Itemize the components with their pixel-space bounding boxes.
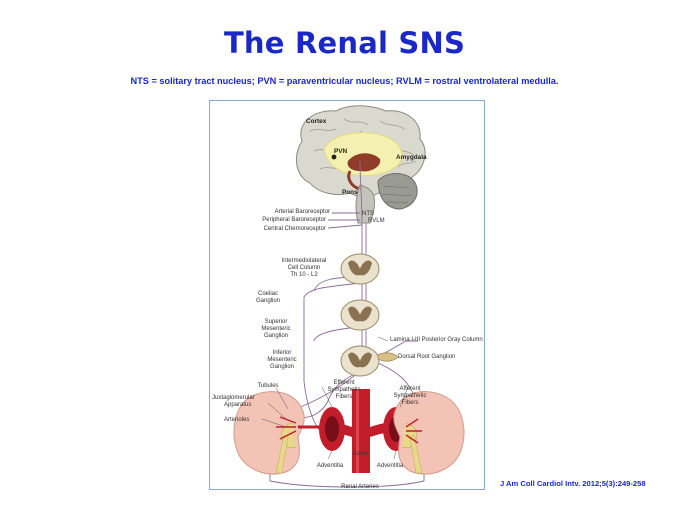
- label-arterial-baroreceptor: Arterial Baroreceptor: [275, 209, 330, 215]
- label-renal-arteries: Renal Arteries: [341, 484, 379, 490]
- pointer-lines: [261, 336, 409, 460]
- label-efferent-line2: Sympathetic: [327, 387, 360, 393]
- label-adventitia-left: Adventitia: [317, 463, 344, 469]
- label-inf-mesenteric-line2: Mesenteric: [267, 357, 296, 363]
- label-efferent-line3: Fibers: [336, 394, 353, 400]
- nerve-pathways: [269, 160, 439, 488]
- dorsal-root-ganglion-shape: [377, 352, 399, 362]
- label-pons: Pons: [342, 189, 358, 196]
- label-juxtaglomerular-line2: Apparatus: [224, 402, 251, 408]
- label-sup-mesenteric-line3: Ganglion: [264, 333, 288, 339]
- label-adventitia-right: Adventitia: [377, 463, 404, 469]
- label-cortex: Cortex: [306, 118, 327, 125]
- label-iml-line2: Cell Column: [288, 265, 321, 271]
- label-sup-mesenteric-line2: Mesenteric: [261, 326, 290, 332]
- label-afferent-line3: Fibers: [402, 400, 419, 406]
- label-iml-line1: Intermediolateral: [282, 258, 327, 264]
- slide-title: The Renal SNS: [223, 26, 466, 60]
- spinal-segment-middle: [340, 299, 380, 331]
- label-arterioles: Arterioles: [224, 417, 249, 423]
- label-pvn: PVN: [334, 148, 348, 155]
- label-nts: NTS: [362, 211, 374, 217]
- label-amygdala: Amygdala: [396, 154, 427, 161]
- label-efferent-line1: Efferent: [334, 380, 355, 386]
- label-afferent-line1: Afferent: [400, 386, 421, 392]
- spinal-segment-lower: [340, 345, 380, 377]
- label-juxtaglomerular-line1: Juxtaglomerular: [212, 395, 255, 401]
- label-coeliac-line1: Coeliac: [258, 291, 278, 297]
- label-peripheral-baroreceptor: Peripheral Baroreceptor: [262, 217, 326, 223]
- label-coeliac-line2: Ganglion: [256, 298, 280, 304]
- citation: J Am Coll Cardiol Intv. 2012;5(3):249-25…: [500, 479, 646, 488]
- renal-artery-left: [319, 407, 345, 451]
- label-tubules: Tubules: [257, 383, 278, 389]
- label-lamina: Lamina I-III Posterior Gray Column: [390, 337, 483, 343]
- kidney-left: [233, 391, 320, 475]
- spinal-segment-upper: [340, 253, 380, 285]
- brain-illustration: [295, 105, 426, 224]
- label-central-chemoreceptor: Central Chemoreceptor: [264, 226, 326, 232]
- label-inf-mesenteric-line3: Ganglion: [270, 364, 294, 370]
- label-afferent-line2: Sympathetic: [393, 393, 426, 399]
- renal-sns-diagram: Cortex PVN Amygdala Pons NTS RVLM: [212, 105, 483, 490]
- label-inf-mesenteric-line1: Inferior: [273, 350, 292, 356]
- slide-subtitle: NTS = solitary tract nucleus; PVN = para…: [130, 76, 559, 86]
- kidney-right: [393, 391, 465, 475]
- label-dorsal-root-ganglion: Dorsal Root Ganglion: [398, 354, 455, 360]
- label-iml-line3: Th 10 - L2: [290, 272, 318, 278]
- label-aorta: Aorta: [353, 451, 368, 457]
- label-rvlm: RVLM: [368, 218, 385, 224]
- renal-sns-figure: Cortex PVN Amygdala Pons NTS RVLM: [209, 100, 485, 490]
- label-sup-mesenteric-line1: Superior: [265, 319, 288, 325]
